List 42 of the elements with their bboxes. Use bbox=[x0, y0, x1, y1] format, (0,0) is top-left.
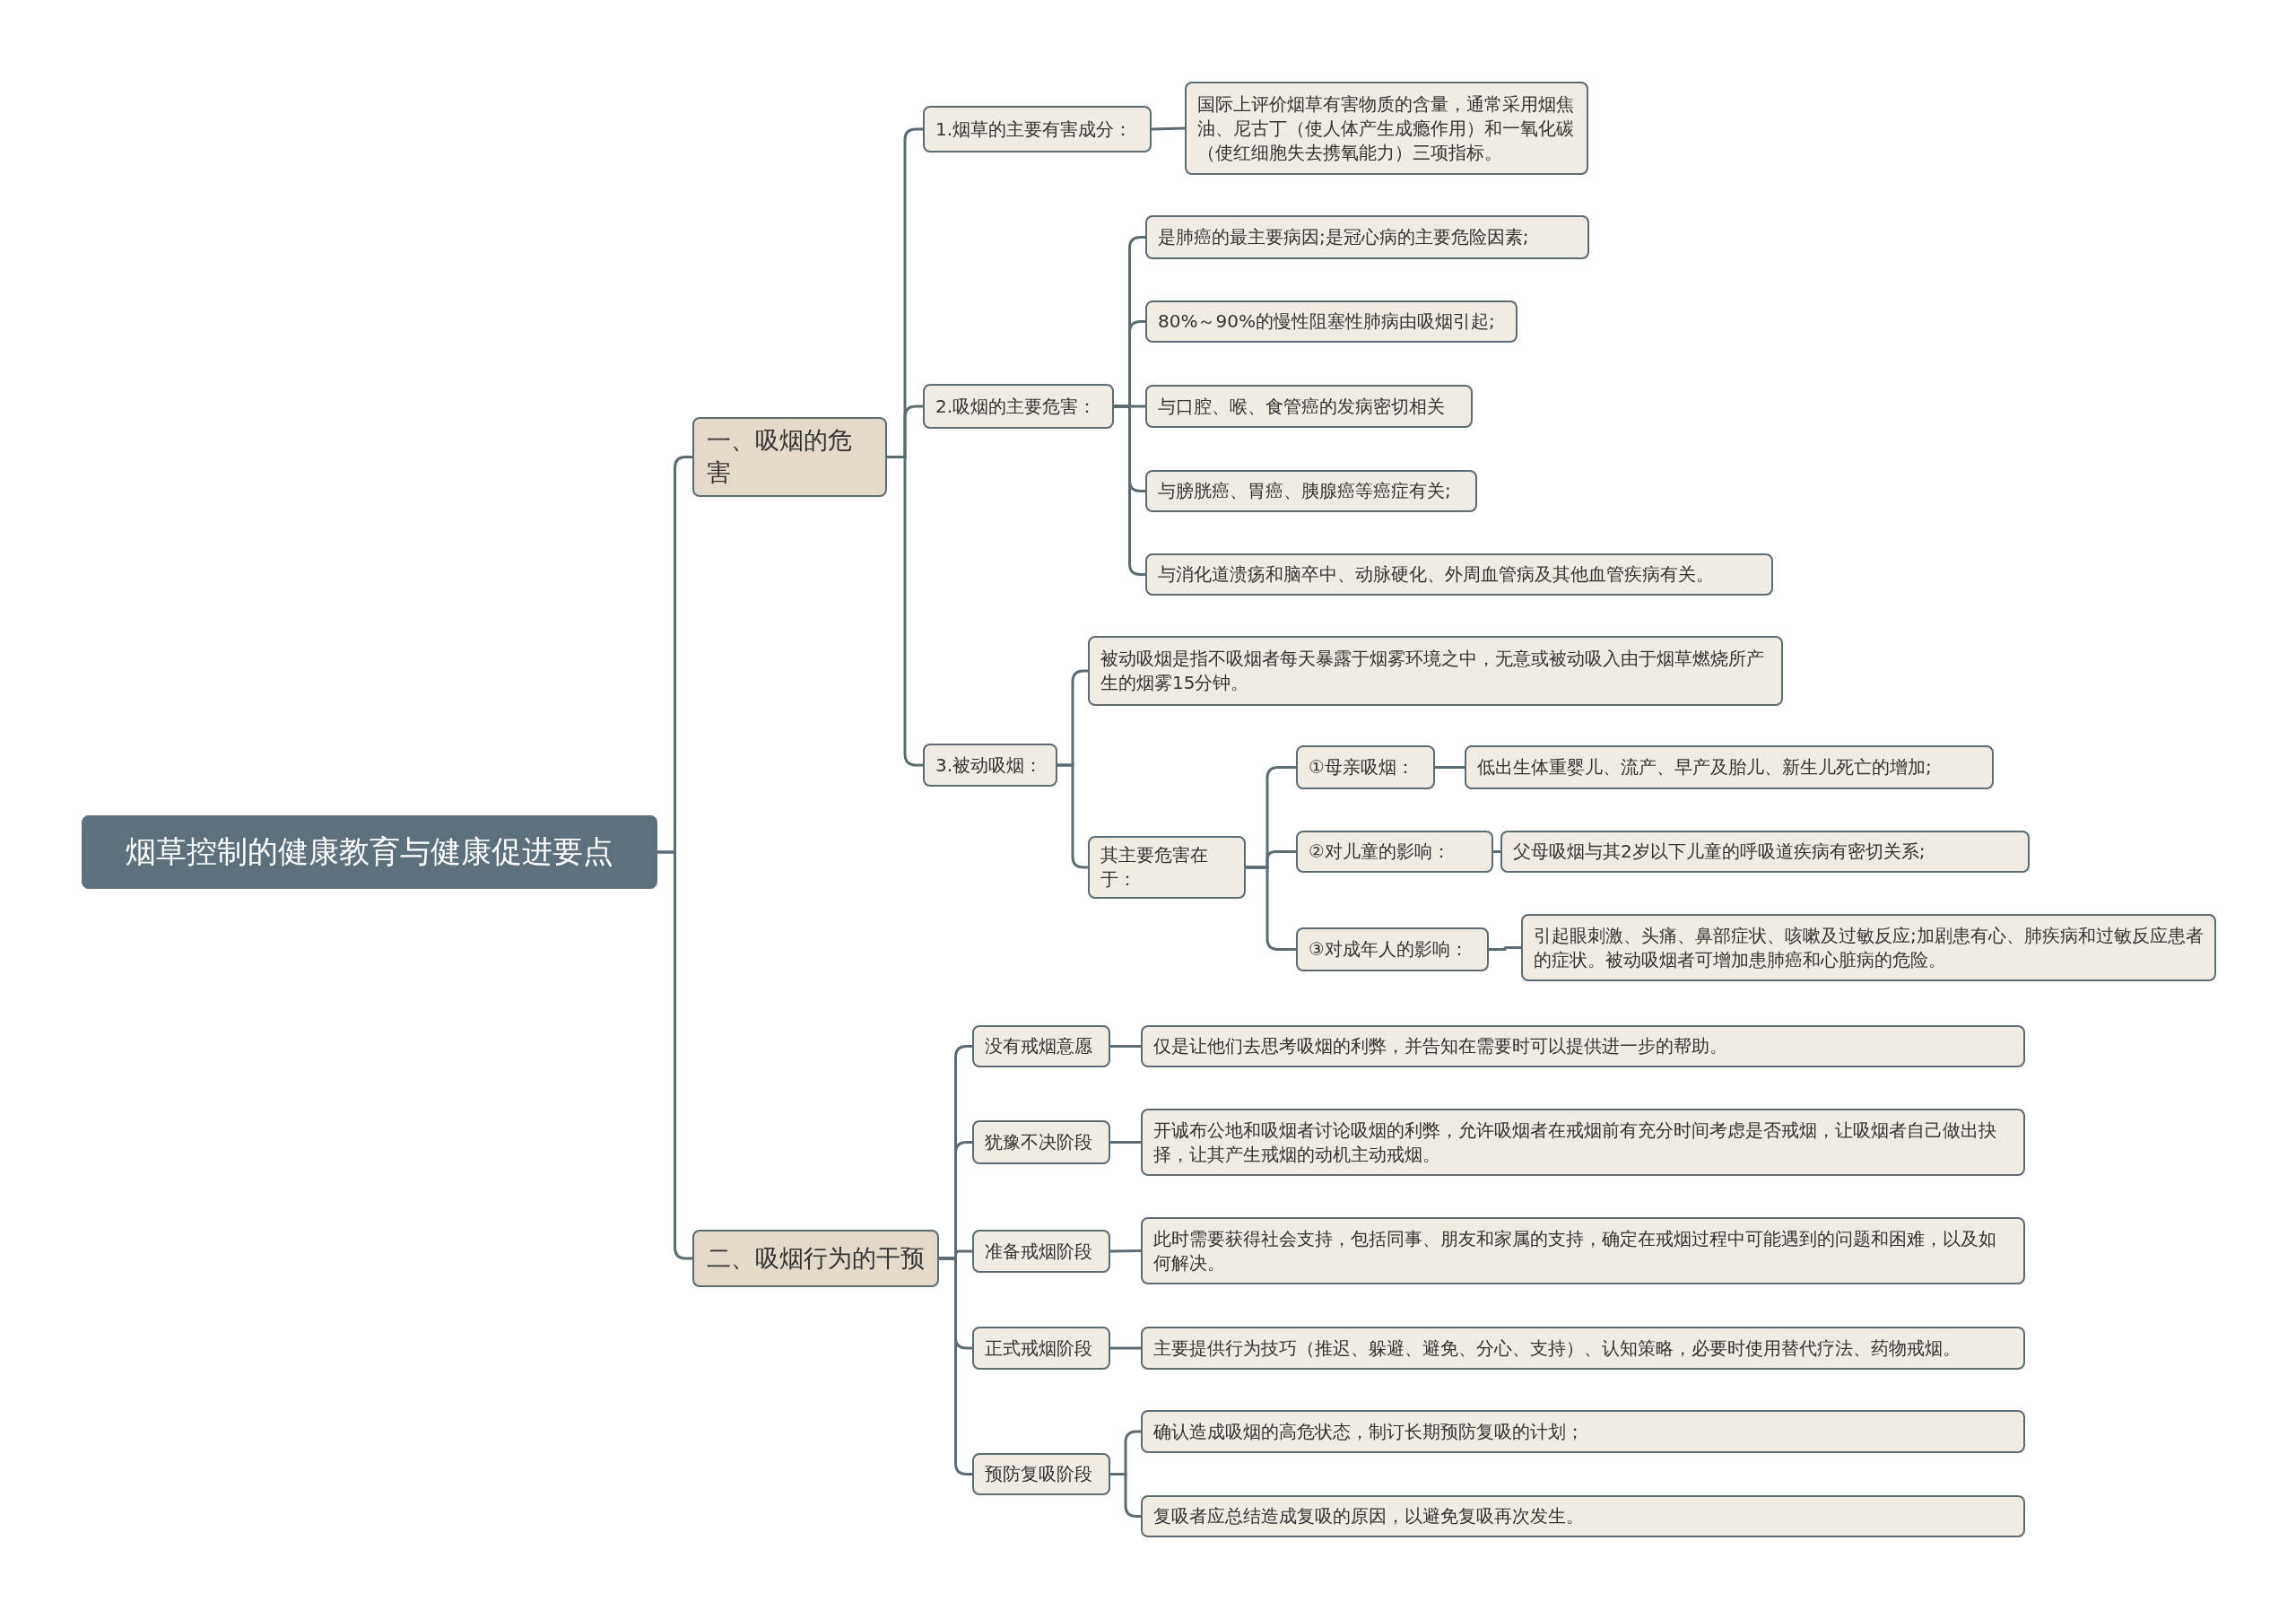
connector-line bbox=[1110, 1141, 1141, 1144]
subtopic-box: 确认造成吸烟的高危状态，制订长期预防复吸的计划； bbox=[1141, 1410, 2025, 1453]
subtopic-box: 80%～90%的慢性阻塞性肺病由吸烟引起; bbox=[1145, 300, 1518, 343]
subtopic-box: 是肺癌的最主要病因;是冠心病的主要危险因素; bbox=[1145, 215, 1589, 259]
connector-line bbox=[1109, 1249, 1142, 1253]
connector-line bbox=[1110, 1346, 1141, 1350]
subtopic-box: 此时需要获得社会支持，包括同事、朋友和家属的支持，确定在戒烟过程中可能遇到的问题和困难，以及如何解决。 bbox=[1141, 1217, 2025, 1284]
connector-line bbox=[1489, 946, 1521, 951]
subtopic-box: 被动吸烟是指不吸烟者每天暴露于烟雾环境之中，无意或被动吸入由于烟草燃烧所产生的烟雾15分钟。 bbox=[1088, 636, 1783, 706]
subtopic-box: 与消化道溃疡和脑卒中、动脉硬化、外周血管病及其他血管疾病有关。 bbox=[1145, 553, 1773, 596]
subtopic-box: 开诚布公地和吸烟者讨论吸烟的利弊，允许吸烟者在戒烟前有充分时间考虑是否戒烟，让吸烟者自己做出抉择，让其产生戒烟的动机主动戒烟。 bbox=[1141, 1109, 2025, 1176]
subtopic-box: 与口腔、喉、食管癌的发病密切相关 bbox=[1145, 385, 1473, 428]
subtopic-box: 正式戒烟阶段 bbox=[972, 1327, 1110, 1370]
subtopic-box: 引起眼刺激、头痛、鼻部症状、咳嗽及过敏反应;加剧患有心、肺疾病和过敏反应患者的症状。被动吸烟者可增加患肺癌和心脏病的危险。 bbox=[1521, 914, 2216, 981]
connector-line bbox=[939, 1257, 972, 1475]
subtopic-box: 复吸者应总结造成复吸的原因，以避免复吸再次发生。 bbox=[1141, 1495, 2025, 1537]
subtopic-box: 低出生体重婴儿、流产、早产及胎儿、新生儿死亡的增加; bbox=[1465, 745, 1994, 789]
subtopic-box: 预防复吸阶段 bbox=[972, 1453, 1110, 1495]
connector-line bbox=[1151, 126, 1186, 131]
subtopic-box: 国际上评价烟草有害物质的含量，通常采用烟焦油、尼古丁（使人体产生成瘾作用）和一氧化碳（使红细胞失去携氧能力）三项指标。 bbox=[1185, 82, 1588, 175]
branch-topic-box: 一、吸烟的危害 bbox=[692, 417, 887, 497]
subtopic-box: 其主要危害在于： bbox=[1088, 836, 1246, 899]
subtopic-box: 1.烟草的主要有害成分： bbox=[923, 106, 1152, 152]
branch-topic-box: 二、吸烟行为的干预 bbox=[692, 1230, 939, 1287]
subtopic-box: 没有戒烟意愿 bbox=[972, 1025, 1110, 1067]
subtopic-box: 犹豫不决阶段 bbox=[972, 1120, 1110, 1164]
subtopic-box: 准备戒烟阶段 bbox=[972, 1230, 1110, 1273]
subtopic-box: ②对儿童的影响： bbox=[1296, 831, 1493, 873]
subtopic-box: 2.吸烟的主要危害： bbox=[923, 384, 1114, 429]
subtopic-box: 父母吸烟与其2岁以下儿童的呼吸道疾病有密切关系; bbox=[1500, 831, 2030, 873]
connector-line bbox=[1435, 766, 1465, 769]
connector-line bbox=[887, 455, 923, 767]
connector-line bbox=[1110, 1045, 1141, 1048]
subtopic-box: 与膀胱癌、胃癌、胰腺癌等癌症有关; bbox=[1145, 470, 1477, 512]
connector-line bbox=[657, 850, 692, 1260]
root-topic-box: 烟草控制的健康教育与健康促进要点 bbox=[82, 815, 657, 889]
subtopic-box: ③对成年人的影响： bbox=[1296, 927, 1489, 971]
subtopic-box: ①母亲吸烟： bbox=[1296, 745, 1435, 789]
subtopic-box: 主要提供行为技巧（推迟、躲避、避免、分心、支持）、认知策略，必要时使用替代疗法、药物戒烟。 bbox=[1141, 1327, 2025, 1370]
subtopic-box: 仅是让他们去思考吸烟的利弊，并告知在需要时可以提供进一步的帮助。 bbox=[1141, 1025, 2025, 1067]
subtopic-box: 3.被动吸烟： bbox=[923, 744, 1057, 787]
connector-line bbox=[1493, 850, 1500, 853]
